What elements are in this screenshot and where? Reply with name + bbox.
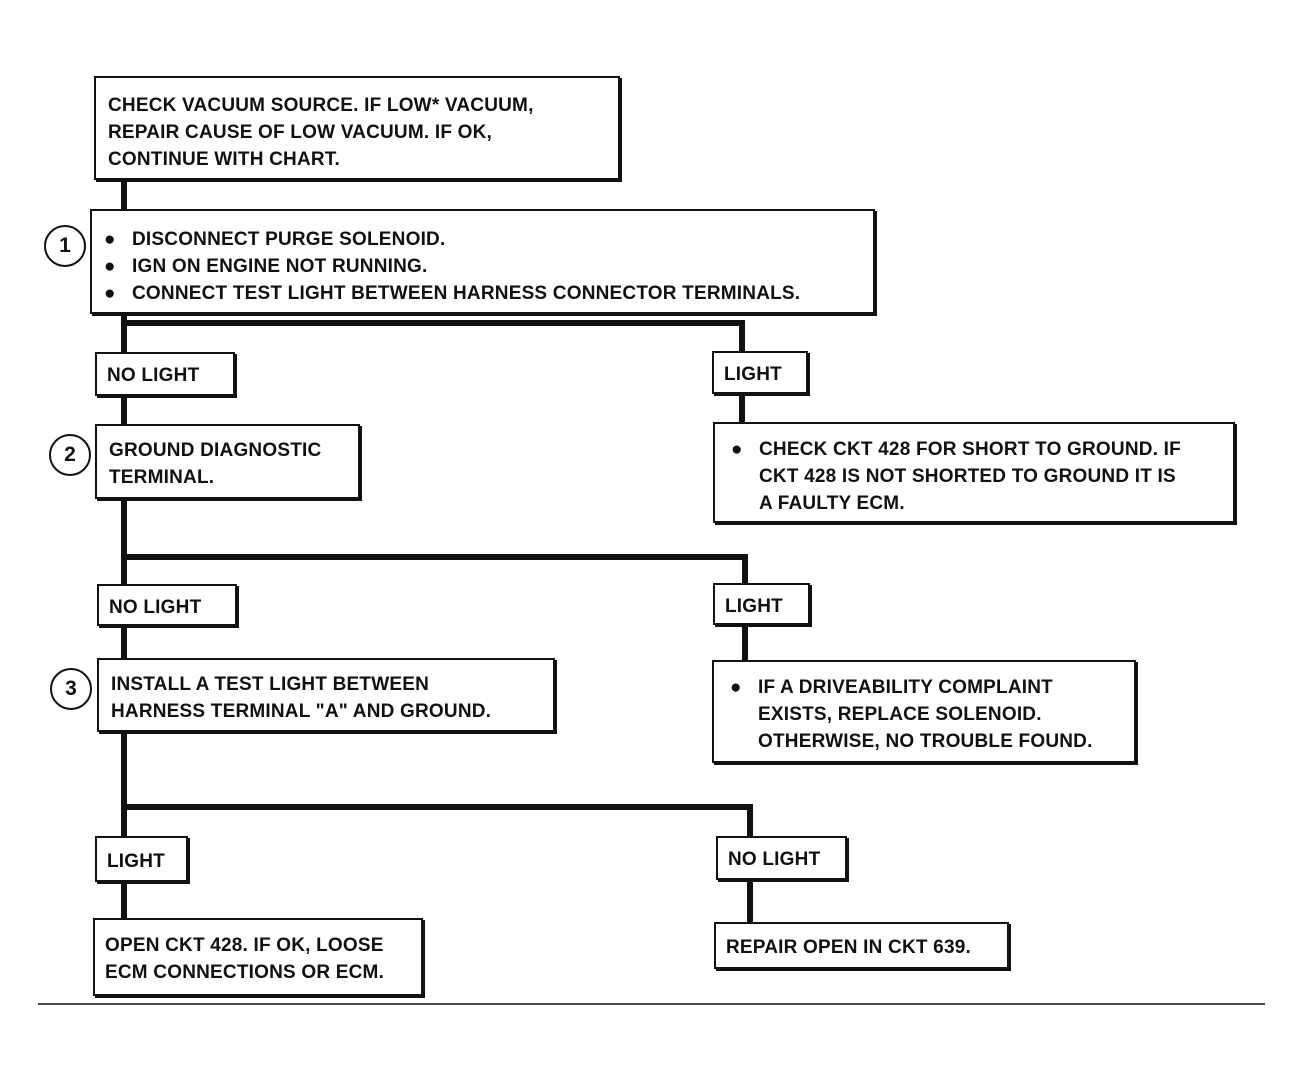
result-ckt428-short-line-1: CHECK CKT 428 FOR SHORT TO GROUND. IF [759, 439, 1181, 460]
branch-3-no-light-label: NO LIGHT [716, 836, 847, 880]
step-2-marker: 2 [49, 434, 91, 476]
result-open-ckt428-box: OPEN CKT 428. IF OK, LOOSE ECM CONNECTIO… [93, 918, 423, 996]
result-driveability-item: ● IF A DRIVEABILITY COMPLAINT EXISTS, RE… [724, 674, 1134, 755]
step-1-item-3-text: CONNECT TEST LIGHT BETWEEN HARNESS CONNE… [132, 283, 801, 304]
result-driveability-line-3: OTHERWISE, NO TROUBLE FOUND. [758, 731, 1093, 752]
step-3-marker: 3 [50, 668, 92, 710]
step-2-line-1: GROUND DIAGNOSTIC [109, 440, 322, 461]
result-repair-ckt639-line: REPAIR OPEN IN CKT 639. [726, 937, 971, 958]
step-3-line-2: HARNESS TERMINAL "A" AND GROUND. [111, 701, 492, 722]
check-vacuum-line-2: REPAIR CAUSE OF LOW VACUUM. IF OK, [108, 122, 492, 143]
bullet-icon: ● [730, 677, 742, 698]
result-ckt428-short-line-3: A FAULTY ECM. [759, 493, 905, 514]
step-1-item-1: ● DISCONNECT PURGE SOLENOID. [98, 226, 873, 253]
branch-2-no-light-label: NO LIGHT [97, 584, 237, 626]
step-1-item-3: ● CONNECT TEST LIGHT BETWEEN HARNESS CON… [98, 280, 873, 307]
result-driveability-box: ● IF A DRIVEABILITY COMPLAINT EXISTS, RE… [712, 660, 1136, 763]
step-1-item-1-text: DISCONNECT PURGE SOLENOID. [132, 229, 446, 250]
step-2-box: GROUND DIAGNOSTIC TERMINAL. [95, 424, 360, 499]
result-ckt428-short-item: ● CHECK CKT 428 FOR SHORT TO GROUND. IF … [725, 436, 1233, 517]
step-1-item-2: ● IGN ON ENGINE NOT RUNNING. [98, 253, 873, 280]
result-driveability-line-2: EXISTS, REPLACE SOLENOID. [758, 704, 1042, 725]
bullet-icon: ● [104, 229, 116, 250]
check-vacuum-line-1: CHECK VACUUM SOURCE. IF LOW* VACUUM, [108, 95, 534, 116]
result-open-ckt428-line-2: ECM CONNECTIONS OR ECM. [105, 962, 385, 983]
result-ckt428-short-line-2: CKT 428 IS NOT SHORTED TO GROUND IT IS [759, 466, 1176, 487]
step-3-box: INSTALL A TEST LIGHT BETWEEN HARNESS TER… [97, 658, 555, 732]
bullet-icon: ● [104, 256, 116, 277]
result-driveability-line-1: IF A DRIVEABILITY COMPLAINT [758, 677, 1053, 698]
step-2-line-2: TERMINAL. [109, 467, 215, 488]
result-open-ckt428-line-1: OPEN CKT 428. IF OK, LOOSE [105, 935, 384, 956]
step-3-line-1: INSTALL A TEST LIGHT BETWEEN [111, 674, 430, 695]
branch-1-light-label: LIGHT [712, 351, 808, 394]
bullet-icon: ● [731, 439, 743, 460]
check-vacuum-box: CHECK VACUUM SOURCE. IF LOW* VACUUM, REP… [94, 76, 620, 180]
result-repair-ckt639-box: REPAIR OPEN IN CKT 639. [714, 922, 1009, 969]
branch-3-light-label: LIGHT [95, 836, 188, 882]
bullet-icon: ● [104, 283, 116, 304]
check-vacuum-line-3: CONTINUE WITH CHART. [108, 149, 340, 170]
branch-1-no-light-label: NO LIGHT [95, 352, 235, 396]
step-1-box: ● DISCONNECT PURGE SOLENOID. ● IGN ON EN… [90, 209, 875, 314]
result-ckt428-short-box: ● CHECK CKT 428 FOR SHORT TO GROUND. IF … [713, 422, 1235, 523]
step-1-marker: 1 [44, 225, 86, 267]
branch-2-light-label: LIGHT [713, 583, 810, 625]
step-1-item-2-text: IGN ON ENGINE NOT RUNNING. [132, 256, 428, 277]
